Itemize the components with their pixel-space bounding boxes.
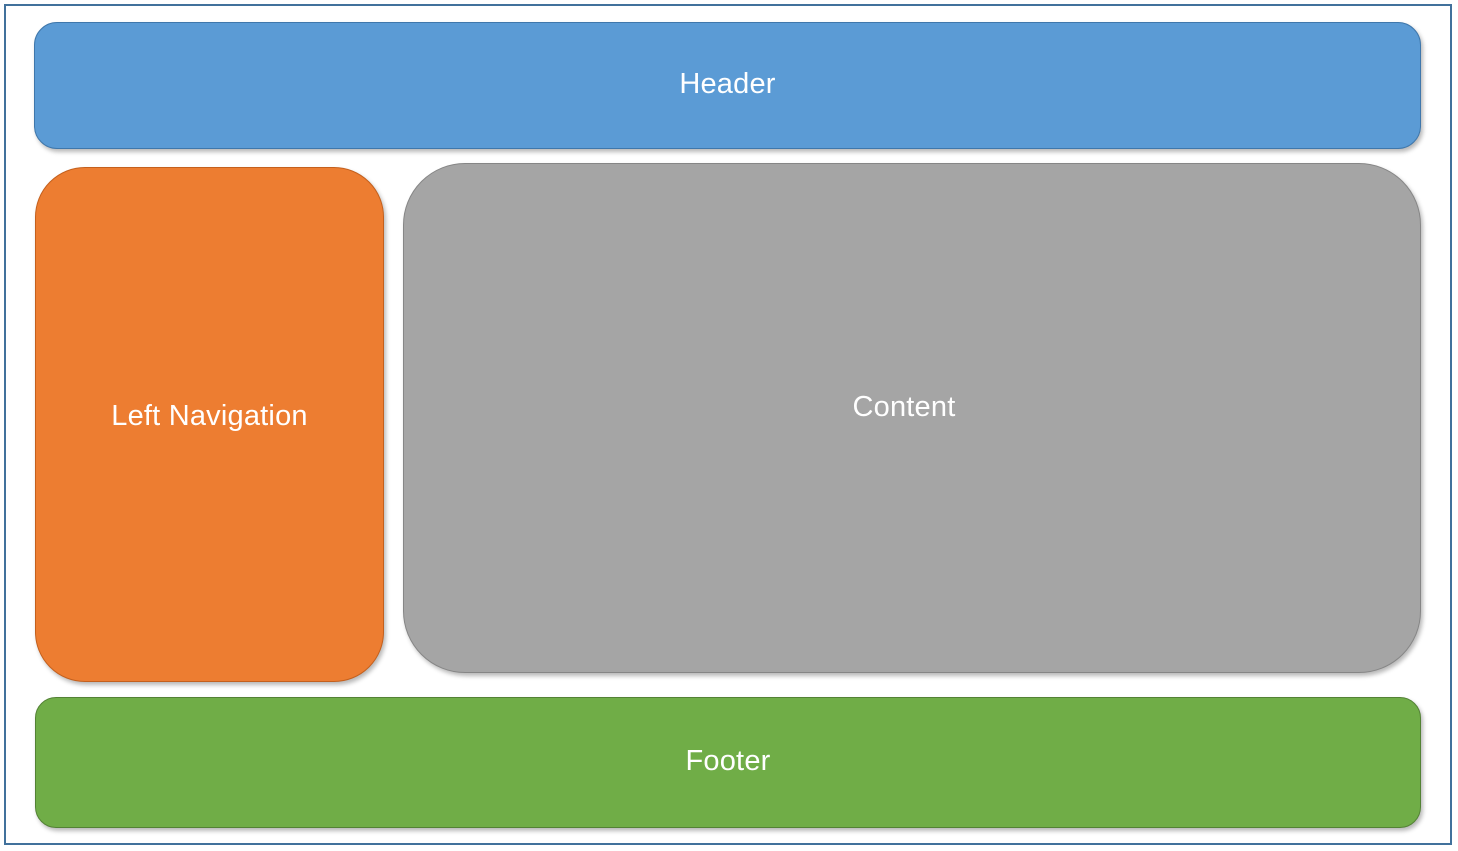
left-navigation-region[interactable]: Left Navigation: [35, 167, 384, 682]
content-region-label: Content: [852, 390, 956, 423]
header-region-label: Header: [679, 68, 776, 100]
content-region[interactable]: Content: [403, 163, 1421, 673]
header-region[interactable]: Header: [34, 22, 1421, 149]
footer-region[interactable]: Footer: [35, 697, 1421, 828]
footer-region-label: Footer: [685, 745, 771, 777]
left-navigation-region-label: Left Navigation: [111, 400, 308, 432]
